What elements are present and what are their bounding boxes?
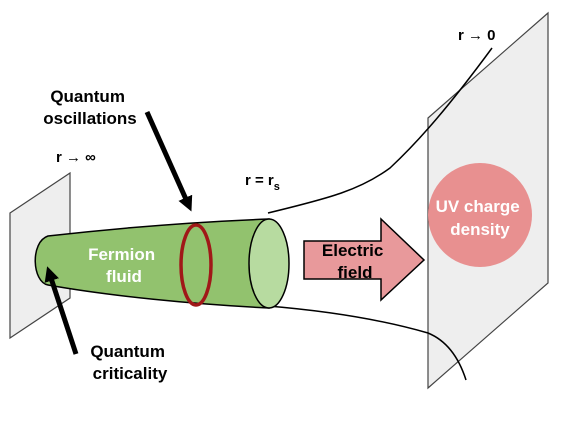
label-quantum-criticality-line1: Quantum (90, 342, 165, 361)
label-electric-field-line1: Electric (322, 241, 383, 260)
label-quantum-criticality-line2: criticality (93, 364, 168, 383)
label-electric-field: Electric field (322, 241, 388, 282)
label-fermion-fluid-line1: Fermion (88, 245, 155, 264)
label-quantum-oscillations: Quantum oscillations (43, 87, 137, 128)
bulk-upper-curve (267, 47, 493, 214)
label-r-equals-rs: r = rs (245, 172, 280, 193)
label-fermion-fluid: Fermion fluid (88, 245, 160, 286)
label-electric-field-line2: field (338, 263, 373, 282)
label-uv-charge-density-line2: density (450, 220, 510, 239)
bulk-lower-curve (267, 305, 467, 381)
label-quantum-criticality: Quantum criticality (90, 342, 169, 383)
fluid-end-cap (248, 218, 290, 309)
label-r-infinity: r → ∞ (56, 149, 96, 166)
uv-charge-density-disk (428, 163, 532, 267)
label-quantum-oscillations-line1: Quantum (50, 87, 125, 106)
electric-field-arrow (303, 217, 426, 302)
label-fermion-fluid-line2: fluid (106, 267, 142, 286)
label-r-zero: r → 0 (458, 27, 496, 44)
quantum-oscillations-pointer (144, 110, 193, 212)
quantum-criticality-pointer (44, 266, 79, 355)
label-uv-charge-density: UV charge density (436, 197, 525, 239)
label-uv-charge-density-line1: UV charge (436, 197, 520, 216)
label-r-equals-rs-subscript: s (274, 181, 280, 193)
label-r-equals-rs-main: r = r (245, 172, 274, 189)
label-quantum-oscillations-line2: oscillations (43, 109, 137, 128)
quantum-oscillation-ring (179, 223, 213, 307)
